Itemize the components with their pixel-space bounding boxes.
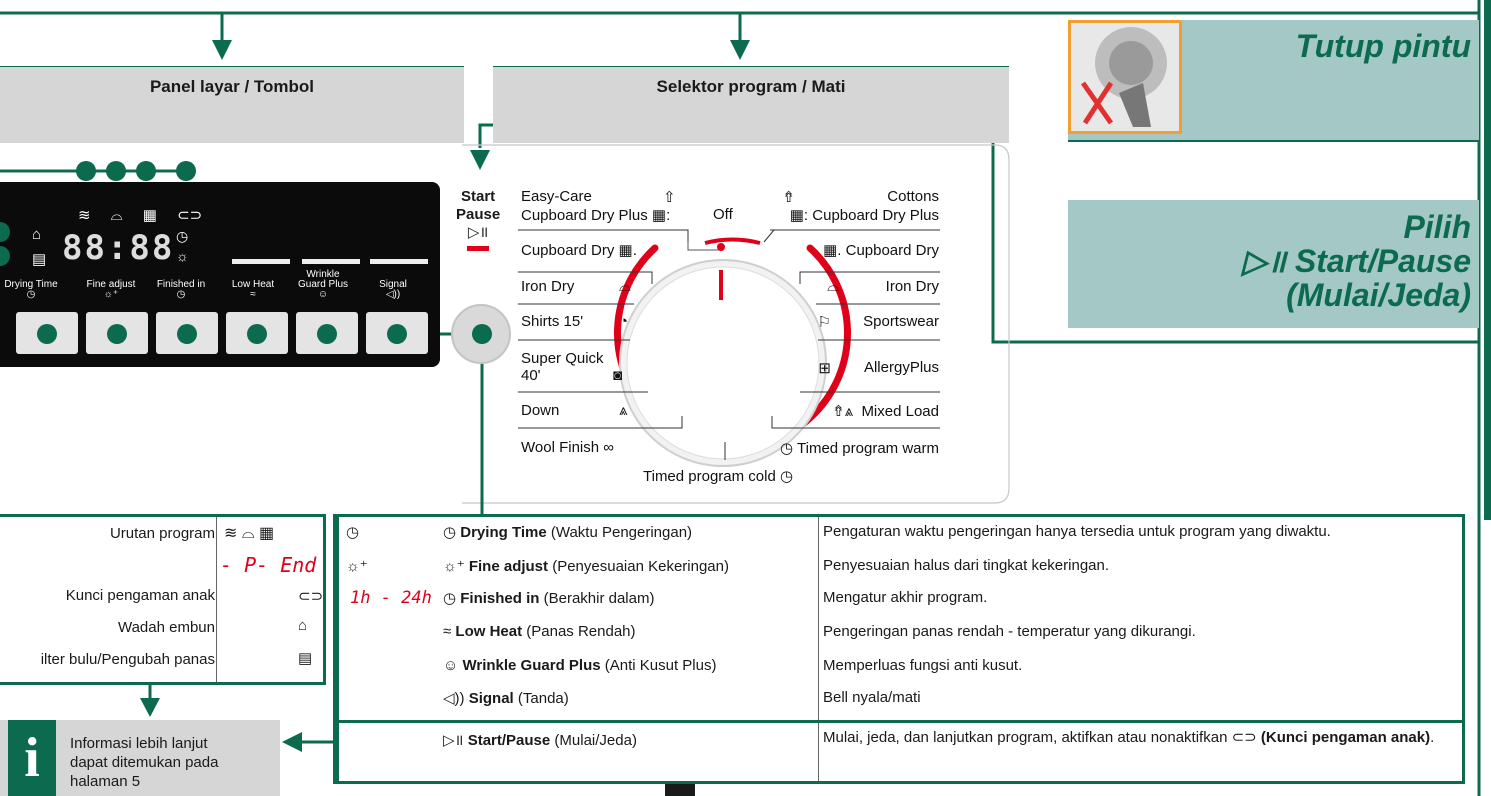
- info-icon: i: [8, 720, 56, 796]
- select-start-box: Pilih ▷॥ Start/Pause (Mulai/Jeda): [1068, 200, 1479, 328]
- end-display-symbol: - P- End: [220, 553, 317, 577]
- close-door-box: Tutup pintu: [1068, 20, 1479, 140]
- function-row: ◷ Drying Time (Waktu Pengeringan): [443, 524, 693, 541]
- drying-time-icon: ◷: [346, 524, 360, 541]
- prog-wool-finish[interactable]: Wool Finish ∞: [521, 439, 614, 456]
- marker-dot: [177, 324, 197, 344]
- legend-label: Wadah embun: [117, 619, 215, 636]
- function-info: Bell nyala/mati: [823, 689, 921, 706]
- marker-dot: [37, 324, 57, 344]
- lcd-sun-icon: ☼: [176, 248, 189, 264]
- marker-dot: [0, 222, 10, 242]
- function-info: Pengaturan waktu pengeringan hanya terse…: [823, 523, 1331, 540]
- label-signal: Signal◁)): [379, 279, 407, 300]
- lcd-digits: 88:88: [62, 228, 175, 268]
- label-finished-in: Finished in◷: [156, 279, 206, 300]
- legend-label: ilter bulu/Pengubah panas: [40, 651, 215, 668]
- start-pause-label: Start Pause ▷॥: [456, 188, 500, 251]
- prog-iron-dry-left[interactable]: Iron Dry⌓: [521, 278, 631, 295]
- marker-dot: [387, 324, 407, 344]
- function-row: ≈ Low Heat (Panas Rendah): [443, 623, 636, 640]
- marker-dot: [0, 246, 10, 266]
- function-info: Memperluas fungsi anti kusut.: [823, 657, 1023, 674]
- function-info: Mengatur akhir program.: [823, 589, 988, 606]
- condensate-icon: ⌂: [32, 226, 42, 243]
- function-info: Pengeringan panas rendah - temperatur ya…: [823, 623, 1196, 640]
- header-panel: Panel layar / Tombol: [0, 67, 464, 143]
- prog-cottons[interactable]: ⇮Cottons: [782, 188, 939, 206]
- header-selector: Selektor program / Mati: [493, 67, 1009, 143]
- marker-dot: [76, 161, 96, 181]
- prog-cupboard-dry-plus-left[interactable]: Cupboard Dry Plus ▦:: [521, 207, 671, 224]
- prog-allergy-plus[interactable]: ⊞AllergyPlus: [818, 359, 939, 377]
- prog-iron-dry-right[interactable]: ⌓Iron Dry: [827, 278, 939, 295]
- prog-timed-cold[interactable]: Timed program cold ◷: [643, 468, 794, 485]
- function-row: ◁)) Signal (Tanda): [443, 690, 569, 707]
- prog-down[interactable]: Down⩓: [521, 402, 628, 419]
- finished-in-range: 1h - 24h: [350, 588, 432, 608]
- start-pause-icon: ▷॥: [467, 224, 489, 241]
- marker-dot: [247, 324, 267, 344]
- marker-dot: [106, 161, 126, 181]
- signal-led: [370, 259, 428, 264]
- marker-dot: [176, 161, 196, 181]
- start-pause-info: Mulai, jeda, dan lanjutkan program, akti…: [823, 729, 1435, 746]
- label-drying-time: Drying Time◷: [4, 279, 58, 300]
- marker-dot: [317, 324, 337, 344]
- prog-shirts[interactable]: Shirts 15'◔: [521, 313, 629, 330]
- prog-off[interactable]: Off: [713, 206, 733, 223]
- door-image: [1068, 20, 1182, 134]
- prog-cupboard-dry-right[interactable]: ▦. Cupboard Dry: [823, 242, 939, 259]
- select-line3: (Mulai/Jeda): [1286, 277, 1471, 313]
- function-table: ◷ ◷ Drying Time (Waktu Pengeringan) Peng…: [333, 514, 1465, 784]
- legend-box: Urutan program ≋ ⌓ ▦ - P- End Kunci peng…: [0, 514, 326, 685]
- condensate-container-icon: ⌂: [298, 617, 308, 634]
- function-row: ☼⁺ Fine adjust (Penyesuaian Kekeringan): [443, 558, 729, 575]
- program-dividers: [518, 229, 940, 460]
- function-info: Penyesuaian halus dari tingkat kekeringa…: [823, 557, 1110, 574]
- prog-cupboard-dry-left[interactable]: Cupboard Dry ▦.: [521, 242, 637, 259]
- start-pause-led: [467, 246, 490, 251]
- legend-label: Kunci pengaman anak: [65, 587, 215, 604]
- function-row: ◷ Finished in (Berakhir dalam): [443, 590, 655, 607]
- program-dial[interactable]: [560, 180, 900, 490]
- wrinkle-led: [302, 259, 360, 264]
- start-pause-icon: ▷॥: [1242, 243, 1295, 279]
- lcd-clock-icon: ◷: [176, 228, 189, 244]
- select-line2: Start/Pause: [1294, 243, 1471, 279]
- prog-sportswear[interactable]: ⚐Sportswear: [817, 313, 939, 331]
- fluff-filter-icon: ▤: [298, 650, 313, 667]
- marker-dot: [472, 324, 492, 344]
- legend-label: Urutan program: [109, 525, 215, 542]
- low-heat-led: [232, 259, 290, 264]
- label-wrinkle-guard: Wrinkle Guard Plus☺: [297, 269, 349, 300]
- label-low-heat: Low Heat≈: [231, 279, 275, 300]
- select-line1: Pilih: [1403, 209, 1471, 245]
- fine-adjust-icon: ☼⁺: [346, 558, 368, 575]
- prog-easy-care[interactable]: Easy-Care⇧: [521, 188, 676, 206]
- prog-cupboard-dry-plus-right[interactable]: ▦: Cupboard Dry Plus: [789, 207, 939, 224]
- prog-timed-warm[interactable]: ◷ Timed program warm: [780, 440, 939, 457]
- program-sequence-icons: ≋ ⌓ ▦: [224, 525, 275, 542]
- filter-icon: ▤: [32, 251, 47, 268]
- label-fine-adjust: Fine adjust☼⁺: [86, 279, 136, 300]
- marker-dot: [107, 324, 127, 344]
- prog-mixed-load[interactable]: ⇮⩓ Mixed Load: [832, 403, 939, 420]
- start-pause-row: ▷॥ Start/Pause (Mulai/Jeda): [443, 732, 637, 749]
- info-box: i Informasi lebih lanjut dapat ditemukan…: [0, 720, 280, 796]
- marker-dot: [136, 161, 156, 181]
- status-icons: ≋ ⌓ ▦ ⊂⊃: [78, 207, 203, 224]
- function-row: ☺ Wrinkle Guard Plus (Anti Kusut Plus): [443, 657, 717, 674]
- close-door-text: Tutup pintu: [1295, 28, 1471, 64]
- child-lock-icon: ⊂⊃: [298, 588, 324, 605]
